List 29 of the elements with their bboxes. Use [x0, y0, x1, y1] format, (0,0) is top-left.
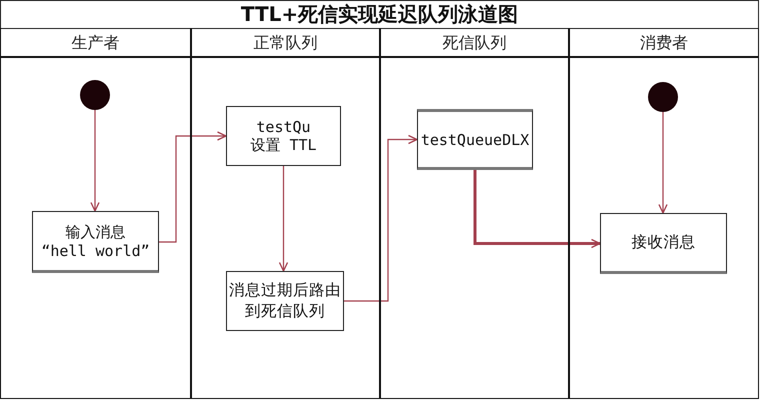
process-box: [226, 106, 341, 166]
lane-header: 消费者: [570, 28, 758, 58]
process-box: [600, 213, 727, 274]
swimlane: [190, 28, 379, 399]
swimlane: [0, 28, 190, 399]
arrow: [90, 110, 100, 212]
box-label: 接收消息: [632, 232, 696, 253]
box-label: 设置 TTL: [250, 136, 317, 154]
arrow: [344, 134, 418, 302]
box-label: testQu: [256, 118, 311, 136]
box-label: 输入消息: [66, 222, 126, 242]
box-label: “hell world”: [41, 242, 150, 260]
lane-header: 生产者: [1, 28, 190, 58]
box-label: testQueueDLX: [420, 130, 530, 148]
box-label: 消息过期后路由到死信队列: [229, 280, 341, 322]
swimlane: [568, 28, 759, 399]
lane-header: 正常队列: [192, 28, 379, 58]
arrow: [278, 166, 288, 272]
arrow: [474, 170, 601, 248]
diagram-title: TTL+死信实现延迟队列泳道图: [0, 0, 759, 29]
arrow: [159, 131, 227, 243]
swimlane: [379, 28, 568, 399]
start-dot: [80, 80, 110, 110]
process-box: [32, 211, 159, 273]
process-box: [226, 271, 344, 331]
lane-header: 死信队列: [381, 28, 568, 58]
start-dot: [648, 82, 678, 112]
arrow: [658, 112, 668, 214]
process-box: [417, 109, 533, 170]
